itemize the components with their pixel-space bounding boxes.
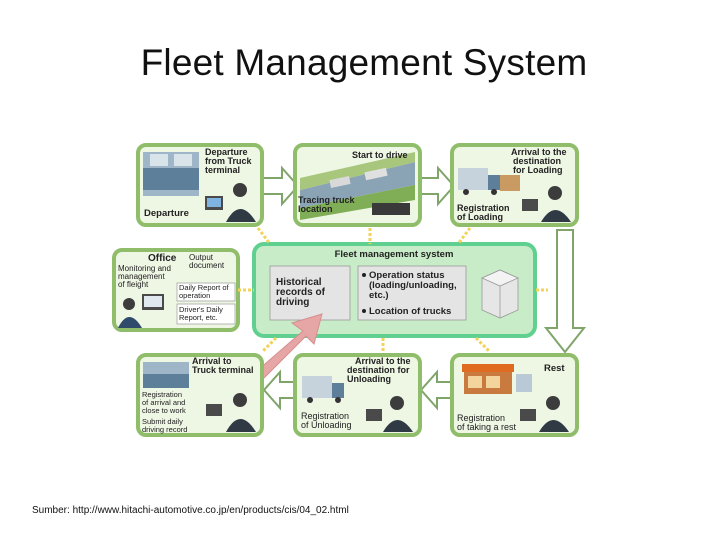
server-icon (481, 269, 519, 319)
unloading-heading-2: destination for (347, 365, 410, 375)
person-icon (233, 393, 247, 407)
office-monitoring-2: management (118, 272, 165, 281)
flow-arrow-2 (419, 165, 456, 207)
loading-caption-1: Registration (457, 203, 510, 213)
office-monitoring-3: of fleight (118, 280, 149, 289)
unloading-heading-3: Unloading (347, 374, 391, 384)
flow-arrow-4 (262, 369, 299, 411)
start-caption-1: Tracing truck (298, 195, 356, 205)
office-heading: Office (148, 253, 177, 264)
terminal-caption1-3: close to work (142, 406, 186, 415)
flow-arrow-1 (261, 165, 300, 207)
svg-text:Registration of Loading: Registration of Loading (457, 203, 512, 222)
flow-arrow-3 (419, 369, 456, 411)
truck-icon (516, 374, 532, 392)
source-citation: Sumber: http://www.hitachi-automotive.co… (32, 505, 349, 516)
center-status-1: Operation status (369, 270, 445, 281)
departure-heading-2: from Truck (205, 156, 253, 166)
flow-arrow-down-right (543, 229, 587, 354)
panel-loading: Arrival to the destination for Loading R… (450, 143, 579, 227)
unloading-caption-2: of Unloading (301, 420, 352, 430)
panel-departure: Departure from Truck terminal Departure (136, 143, 264, 227)
svg-text:Output document: Output document (189, 253, 225, 270)
svg-text:Monitoring and managemen: Monitoring and management of fleight (118, 264, 173, 289)
svg-text:Operation status (loadin: Operation status (loading/unloading, etc… (369, 270, 459, 301)
svg-text:Daily Report of operatio: Daily Report of operation (179, 283, 231, 300)
svg-text:Tracing truck location: Tracing truck location (298, 195, 357, 214)
rest-heading: Rest (544, 363, 565, 374)
center-history-1: Historical (276, 277, 322, 288)
panel-arrival-terminal: Arrival to Truck terminal Registration o… (136, 353, 264, 437)
center-status-2: (loading/unloading, (369, 280, 457, 291)
rest-caption-2: of taking a rest (457, 422, 517, 432)
unloading-heading-1: Arrival to the (355, 356, 411, 366)
svg-text:Departure from Truck: Departure from Truck terminal (205, 147, 254, 175)
bullet-icon (362, 309, 366, 313)
panel-rest: Rest Registration of taking a rest (450, 353, 579, 437)
data-arrows (238, 227, 548, 354)
panel-start: Start to drive Tracing truck location (293, 143, 422, 227)
svg-text:Registration of taking a: Registration of taking a rest (457, 413, 517, 432)
person-icon (546, 396, 560, 410)
start-heading: Start to drive (352, 150, 408, 160)
svg-text:Registration of arrival: Registration of arrival and close to wor… (142, 390, 187, 415)
office-output-2: document (189, 261, 225, 270)
office-monitoring-1: Monitoring and (118, 264, 171, 273)
center-history-3: driving (276, 297, 309, 308)
svg-text:Registration of Unloadin: Registration of Unloading (301, 411, 352, 430)
center-location: Location of trucks (369, 306, 451, 317)
office-drivers-report-1: Driver's Daily (179, 305, 223, 314)
svg-text:Driver's Daily Report, e: Driver's Daily Report, etc. (179, 305, 225, 322)
terminal-caption2-1: Submit daily (142, 417, 183, 426)
monitor-icon (206, 404, 222, 416)
drivers-report-doc (176, 303, 236, 325)
loading-heading-1: Arrival to the (511, 147, 567, 157)
panel-unloading: Arrival to the destination for Unloading… (293, 353, 422, 437)
panel-office: Office Monitoring and management of flei… (112, 248, 240, 332)
start-caption-2: location (298, 204, 333, 214)
terminal-caption1-1: Registration (142, 390, 182, 399)
svg-text:Arrival to the destinati: Arrival to the destination for Loading (511, 147, 569, 175)
svg-text:Arrival to Truck termina: Arrival to Truck terminal (192, 356, 254, 375)
loading-caption-2: of Loading (457, 212, 503, 222)
office-output-1: Output (189, 253, 214, 262)
person-icon (233, 183, 247, 197)
departure-caption: Departure (144, 208, 189, 219)
person-icon (390, 396, 404, 410)
departure-heading-3: terminal (205, 165, 240, 175)
page-title: Fleet Management System (140, 42, 588, 83)
office-drivers-report-2: Report, etc. (179, 313, 218, 322)
center-heading: Fleet management system (335, 249, 454, 260)
gps-device-icon (372, 203, 410, 215)
svg-text:Historical records of: Historical records of driving (276, 277, 328, 308)
svg-text:Submit daily driving rec: Submit daily driving record (142, 417, 187, 434)
office-daily-report-1: Daily Report of (179, 283, 230, 292)
rest-caption-1: Registration (457, 413, 505, 423)
truck-icon (458, 168, 488, 190)
svg-text:Arrival to the destinati: Arrival to the destination for Unloading (347, 356, 413, 384)
terminal-heading-1: Arrival to (192, 356, 232, 366)
truck-icon (302, 376, 332, 398)
center-fleet-management-system: Fleet management system Historical recor… (252, 242, 537, 338)
unloading-caption-1: Registration (301, 411, 349, 421)
terminal-caption1-2: of arrival and (142, 398, 185, 407)
office-daily-report-2: operation (179, 291, 210, 300)
bullet-icon (362, 273, 366, 277)
departure-heading-1: Departure (205, 147, 248, 157)
person-icon (123, 298, 135, 310)
center-history-2: records of (276, 287, 326, 298)
cargo-box-icon (500, 175, 520, 191)
terminal-caption2-2: driving record (142, 425, 187, 434)
center-status-3: etc.) (369, 290, 389, 301)
loading-heading-2: destination (513, 156, 561, 166)
shop-roof-icon (462, 364, 514, 372)
loading-heading-3: for Loading (513, 165, 563, 175)
daily-report-doc (176, 282, 236, 302)
terminal-heading-2: Truck terminal (192, 365, 254, 375)
person-icon (548, 186, 562, 200)
